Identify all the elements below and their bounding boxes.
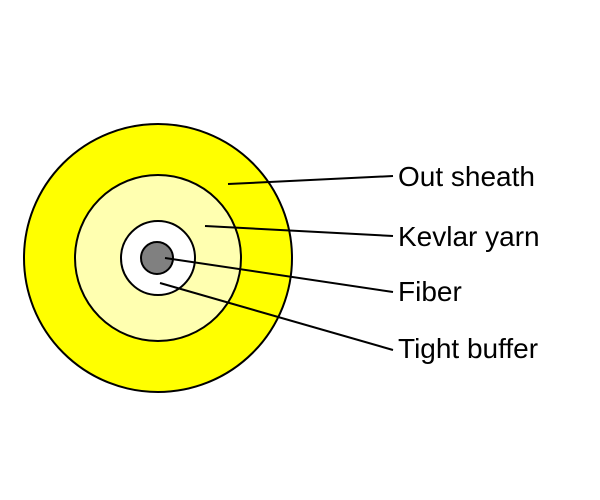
tight-buffer-leader-line: [159, 282, 394, 351]
out-sheath-label: Out sheath: [398, 161, 535, 192]
kevlar-yarn-leader-line: [204, 225, 394, 237]
kevlar-yarn-label: Kevlar yarn: [398, 221, 540, 252]
fiber-label: Fiber: [398, 276, 462, 307]
fiber-core: [140, 241, 174, 275]
fiber-leader-line: [164, 257, 394, 293]
tight-buffer-label: Tight buffer: [398, 333, 538, 364]
out-sheath-leader-line: [227, 175, 394, 185]
